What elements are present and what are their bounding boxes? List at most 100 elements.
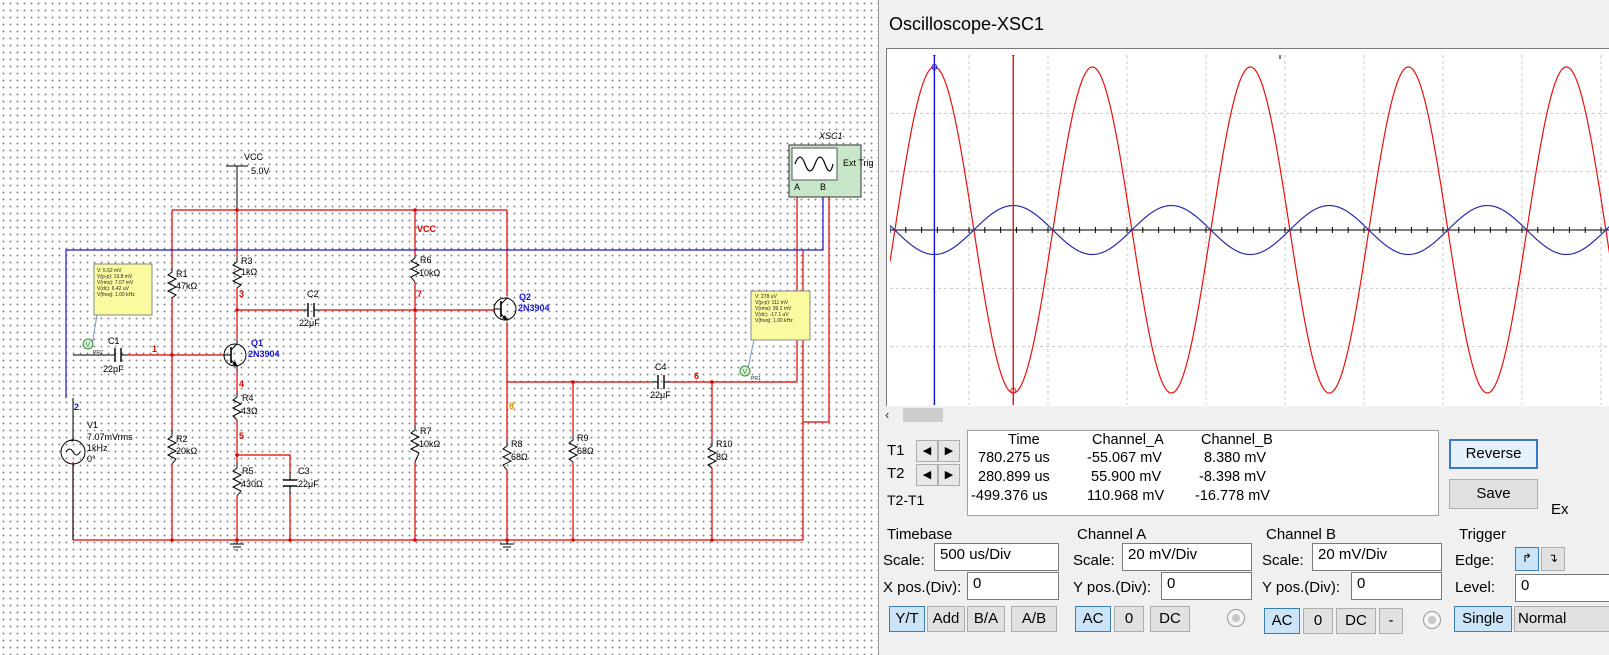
r6-symbol [409,256,421,283]
r4-symbol [231,393,243,421]
readout-header-time: Time [1008,432,1040,448]
channel-b-trace [890,204,1609,256]
v1-symbol: + [60,438,86,465]
c3-ref: C3 [298,466,310,476]
timebase-scale-field[interactable]: 500 us/Div [934,543,1059,571]
falling-edge-icon[interactable]: ↴ [1541,547,1565,571]
q1-symbol [223,340,247,372]
vcc-symbol-value: 5.0V [251,166,270,176]
svg-text:V(rms): 7.07 mV: V(rms): 7.07 mV [97,280,134,286]
save-button[interactable]: Save [1449,479,1538,509]
svg-text:PR1: PR1 [751,376,761,382]
rising-edge-icon[interactable]: ↱ [1515,547,1539,571]
v1-frequency: 1kHz [87,443,108,453]
svg-text:V(dc): -17.1 uV: V(dc): -17.1 uV [755,312,789,318]
r1-ref: R1 [176,269,188,279]
channel-b-ac-button[interactable]: AC [1264,608,1300,634]
t2-left-arrow-icon[interactable]: ◀ [916,464,938,486]
channel-a-scale-field[interactable]: 20 mV/Div [1122,543,1252,571]
channel-b-scale-label: Scale: [1262,552,1304,569]
r9-ref: R9 [577,433,589,443]
mode-ba-button[interactable]: B/A [967,606,1005,632]
channel-a-scale-label: Scale: [1073,552,1115,569]
svg-text:V(freq): 1.00 kHz: V(freq): 1.00 kHz [755,318,793,324]
c1-ref: C1 [108,336,120,346]
svg-text:V(dc): 6.42 uV: V(dc): 6.42 uV [97,286,130,292]
channel-b-radio[interactable] [1423,611,1441,629]
q2-symbol [493,297,517,322]
trigger-level-field[interactable]: 0 [1515,574,1609,602]
channel-a-ypos-label: Y pos.(Div): [1073,579,1152,596]
schematic-canvas[interactable]: + XSC1 Ext Trig A B V: 5.62 mV V(p-p): 1… [0,0,878,655]
t2-right-arrow-icon[interactable]: ▶ [938,464,960,486]
timebase-xpos-field[interactable]: 0 [967,572,1059,600]
t1-left-arrow-icon[interactable]: ◀ [916,440,938,462]
channel-a-radio[interactable] [1227,609,1245,627]
ext-trig-label: Ext Trig [843,158,874,168]
readout-t1-channel-b: 8.380 mV [1204,450,1267,466]
trigger-normal-button[interactable]: Normal [1514,606,1609,632]
q1-value: 2N3904 [248,349,280,359]
channel-b-dc-button[interactable]: DC [1336,608,1376,634]
r7-value: 10kΩ [419,439,441,449]
timebase-scale-label: Scale: [883,552,925,569]
oscilloscope-window[interactable]: Oscilloscope-XSC1 ‹ T1 ◀ ▶ T2 ◀ ▶ T2-T1 … [878,0,1609,655]
svg-text:V: V [743,369,748,376]
q2-value: 2N3904 [518,303,550,313]
c4-value: 22μF [650,390,671,400]
r4-value: 43Ω [241,406,258,416]
scope-ref-label: XSC1 [818,131,843,141]
trigger-single-button[interactable]: Single [1454,606,1512,632]
mode-yt-button[interactable]: Y/T [889,606,925,632]
channel-a-ypos-field[interactable]: 0 [1161,572,1252,600]
scope-grid [890,55,1609,405]
channel-b-ypos-field[interactable]: 0 [1351,572,1442,600]
r7-symbol [409,425,421,463]
c3-value: 22μF [298,479,319,489]
scope-ch-a-label: A [794,182,800,192]
scope-horizontal-scrollbar[interactable]: ‹ [879,406,1609,424]
node-6-label: 6 [694,371,699,381]
r9-value: 68Ω [577,446,594,456]
mode-add-button[interactable]: Add [927,606,965,632]
r9-symbol [567,436,579,463]
probe-pr2[interactable]: V: 5.62 mV V(p-p): 19.8 mV V(rms): 7.07 … [82,263,153,356]
vcc-rail [171,209,508,296]
c1-value: 22μF [103,364,124,374]
scope-screen[interactable] [886,48,1609,408]
readout-t2-channel-b: -8.398 mV [1199,469,1266,485]
cursor-controls: T1 ◀ ▶ T2 ◀ ▶ T2-T1 [884,432,966,518]
t1-right-arrow-icon[interactable]: ▶ [938,440,960,462]
node-3-label: 3 [239,289,244,299]
channel-b-invert-button[interactable]: - [1379,608,1403,634]
scroll-left-icon[interactable]: ‹ [885,407,890,422]
trigger-edge-label: Edge: [1455,552,1495,569]
t2-t1-label: T2-T1 [887,492,925,508]
t2-label: T2 [887,465,905,482]
scope-instrument-symbol[interactable]: XSC1 Ext Trig A B [788,131,874,198]
channel-a-trace [890,66,1609,394]
node-8-label: 8 [509,401,514,411]
channel-b-zero-button[interactable]: 0 [1303,608,1333,634]
mode-ab-button[interactable]: A/B [1011,606,1057,632]
reverse-button[interactable]: Reverse [1449,439,1538,469]
r3-ref: R3 [241,256,253,266]
cursor-t2[interactable] [1007,55,1019,405]
channel-a-dc-button[interactable]: DC [1150,606,1190,632]
timebase-xpos-label: X pos.(Div): [883,579,962,596]
channel-a-zero-button[interactable]: 0 [1114,606,1144,632]
channel-a-ac-button[interactable]: AC [1075,606,1111,632]
probe-pr1[interactable]: V: 278 uV V(p-p): 111 mV V(rms): 39.2 mV… [739,290,811,382]
channel-b-scale-field[interactable]: 20 mV/Div [1312,543,1442,571]
cursor-t1[interactable] [928,55,940,405]
svg-text:V(p-p): 19.8 mV: V(p-p): 19.8 mV [97,274,133,280]
r4-ref: R4 [242,393,254,403]
channel-b-ypos-label: Y pos.(Div): [1262,579,1341,596]
r6-ref: R6 [420,255,432,265]
cursor-readout-table: Time Channel_A Channel_B 780.275 us -55.… [967,430,1439,516]
readout-header-channel-a: Channel_A [1092,432,1164,448]
scroll-thumb[interactable] [903,408,943,422]
r5-value: 430Ω [241,479,263,489]
readout-header-channel-b: Channel_B [1201,432,1273,448]
svg-text:V(rms): 39.2 mV: V(rms): 39.2 mV [755,306,792,312]
